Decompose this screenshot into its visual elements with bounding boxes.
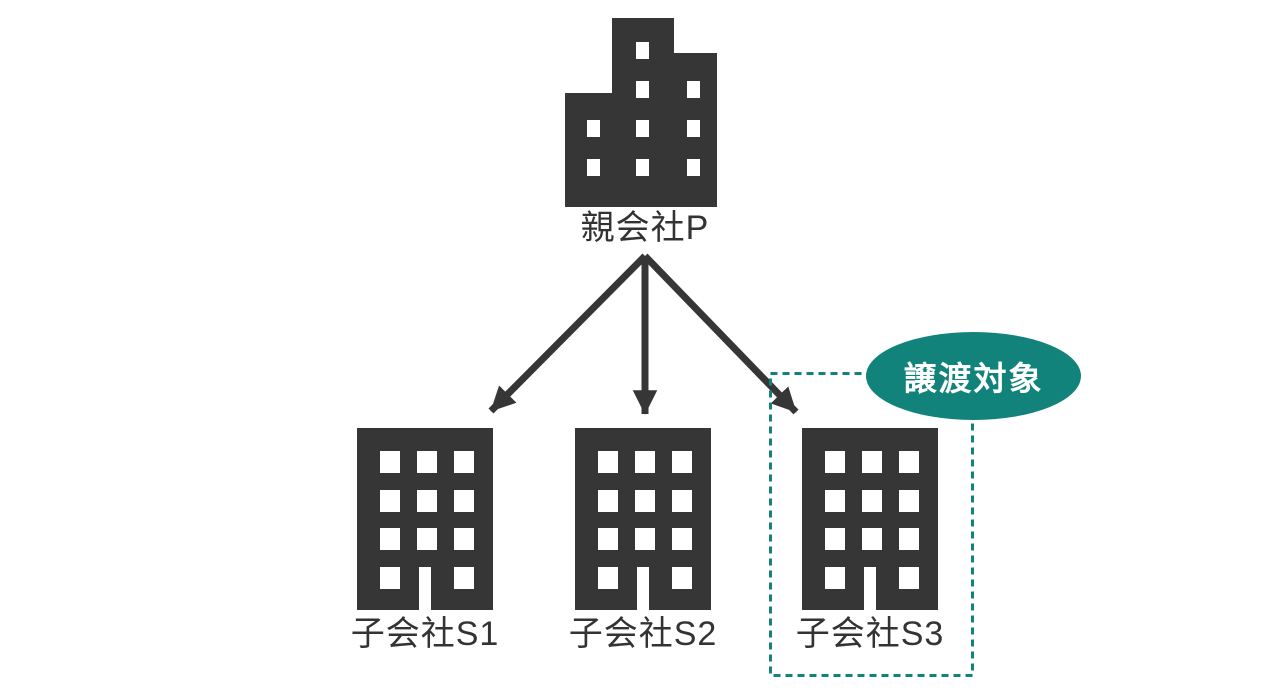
- subsidiary-s2-building-icon: [575, 428, 711, 610]
- arrow-to-s1: [488, 253, 648, 414]
- transfer-target-badge: 譲渡対象: [863, 329, 1084, 423]
- subsidiary-s3-building-icon: [802, 428, 938, 610]
- subsidiary-s2-label: 子会社S2: [568, 615, 718, 653]
- parent-building-icon: [565, 18, 717, 207]
- subsidiary-s1-building-icon: [357, 428, 493, 610]
- parent-company-label: 親会社P: [580, 209, 710, 247]
- subsidiary-s1-label: 子会社S1: [350, 615, 500, 653]
- subsidiary-s3-label: 子会社S3: [795, 615, 945, 653]
- arrow-to-s3: [642, 253, 799, 415]
